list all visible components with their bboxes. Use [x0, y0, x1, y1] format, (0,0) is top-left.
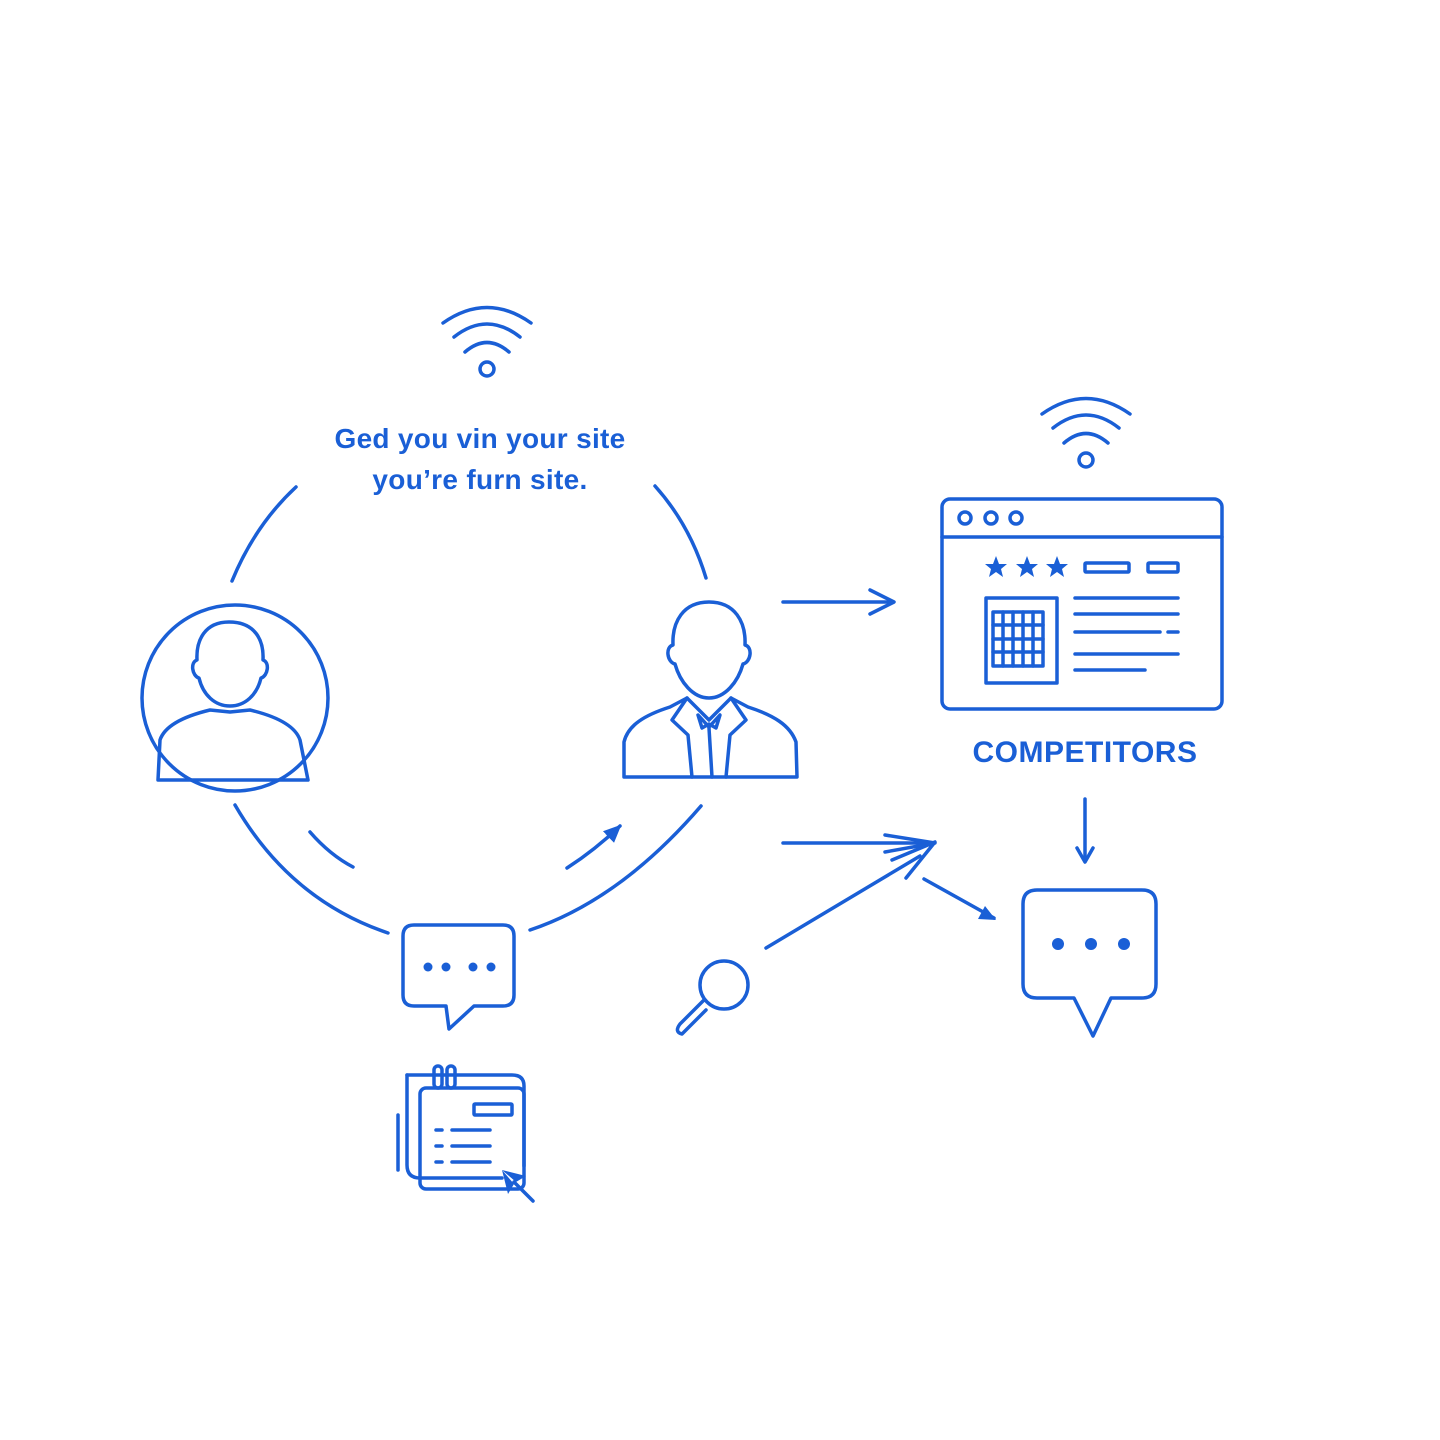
businessman-icon: [622, 600, 799, 779]
wifi-icon: [441, 305, 533, 378]
browser-window-icon: [940, 497, 1224, 711]
calendar-grid-icon: [984, 596, 1059, 685]
caption-line-1: Ged you vin your site: [334, 423, 626, 454]
user-avatar-icon: [140, 603, 330, 793]
cycle-arc: [230, 484, 708, 935]
magnifier-icon: [675, 959, 750, 1036]
star-icon: [1046, 556, 1068, 577]
arrow-to-chat: [922, 877, 996, 920]
search-arrow: [764, 840, 937, 950]
competitors-label: COMPETITORS: [972, 736, 1198, 769]
star-icon: [985, 556, 1007, 577]
wifi-icon: [1040, 396, 1132, 469]
document-cursor-icon: [396, 1064, 535, 1203]
chat-bubble-icon: [1021, 888, 1158, 1038]
star-icon: [1016, 556, 1038, 577]
arrow-down: [1075, 797, 1095, 864]
chat-bubble-icon: [401, 923, 516, 1031]
arrow-lower: [781, 833, 937, 854]
caption-line-2: you’re furn site.: [372, 464, 588, 495]
arrow-to-competitors: [781, 588, 896, 616]
